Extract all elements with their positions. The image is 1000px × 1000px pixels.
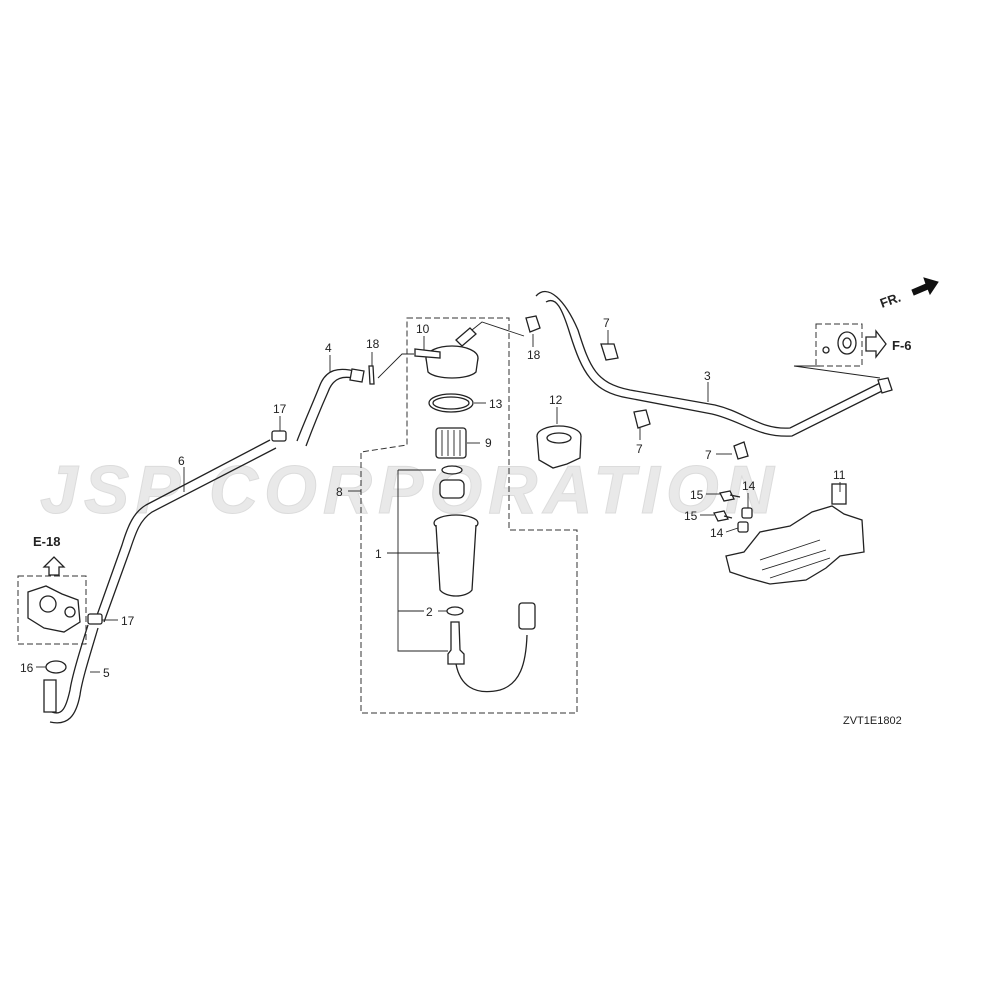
leader-14-lower <box>725 527 739 533</box>
filter-cap-nipple <box>414 348 441 359</box>
filter-cap-outlet <box>455 327 477 347</box>
filter-cup-1 <box>435 524 477 597</box>
bolt-15-upper <box>719 490 741 502</box>
callout-18-right: 18 <box>527 348 541 362</box>
clamp-17-lower <box>87 613 103 625</box>
bolt-15-lower <box>713 510 733 522</box>
filter-cap-body <box>425 357 479 379</box>
bracket-11-ribs <box>759 539 831 579</box>
hose-link-10 <box>471 321 525 337</box>
direction-label: FR. <box>878 290 903 311</box>
bracket-bore <box>546 432 572 444</box>
clip-7-upper <box>600 343 619 361</box>
watermark: JSP CORPORATION <box>40 452 780 528</box>
e18-pump-outline <box>17 575 87 645</box>
arrow-up-icon <box>42 556 66 576</box>
clip-7-right <box>733 441 749 460</box>
callout-8: 8 <box>336 485 343 499</box>
hose-5-end <box>43 679 57 713</box>
f6-leader <box>793 365 881 379</box>
hose-3 <box>535 290 885 437</box>
callout-7-upper: 7 <box>603 316 610 330</box>
filter-bracket-body <box>536 435 582 469</box>
leader-18-left <box>371 352 414 379</box>
collar-14-lower <box>737 521 749 533</box>
callout-12: 12 <box>549 393 563 407</box>
bracket-11 <box>725 505 865 585</box>
pump-port <box>39 595 57 613</box>
seal-small <box>441 465 463 475</box>
clamp-18-right <box>525 315 541 333</box>
callout-14-lower: 14 <box>710 526 724 540</box>
reference-f6: F-6 <box>892 338 912 353</box>
fr-arrow-icon <box>911 277 939 296</box>
callout-17-lower: 17 <box>121 614 135 628</box>
sensor-connector <box>518 602 536 630</box>
callout-13: 13 <box>489 397 503 411</box>
callout-18-left: 18 <box>366 337 380 351</box>
callout-15-lower: 15 <box>684 509 698 523</box>
o-ring-16 <box>45 660 67 674</box>
callout-9: 9 <box>485 436 492 450</box>
callout-14-upper: 14 <box>742 479 756 493</box>
callout-16: 16 <box>20 661 34 675</box>
fuel-filter-assembly-outline <box>360 317 578 714</box>
callout-4: 4 <box>325 341 332 355</box>
callout-1: 1 <box>375 547 382 561</box>
clamp-17-upper <box>271 430 287 442</box>
callout-7-right: 7 <box>705 448 712 462</box>
callout-6: 6 <box>178 454 185 468</box>
bracket-11-tab <box>831 483 847 505</box>
f6-reference-outline <box>815 323 863 367</box>
o-ring-13-inner <box>432 396 470 410</box>
clamp-18-left <box>368 365 375 385</box>
callout-5: 5 <box>103 666 110 680</box>
sensor-wire <box>455 634 528 693</box>
clip-7-middle <box>633 409 651 429</box>
hose-3-end-clip <box>877 377 893 394</box>
hose-4-end <box>349 368 365 383</box>
diagram-code: ZVT1E1802 <box>843 715 902 727</box>
callout-15-upper: 15 <box>690 488 704 502</box>
pump-fitting <box>64 606 76 618</box>
callout-17-upper: 17 <box>273 402 287 416</box>
leader-8-group <box>397 469 448 652</box>
water-sensor <box>447 621 465 665</box>
seal-ring <box>439 479 465 499</box>
f6-fitting-bore <box>842 337 852 349</box>
hose-6 <box>95 439 277 623</box>
callout-7-middle: 7 <box>636 442 643 456</box>
callout-2: 2 <box>426 605 433 619</box>
collar-14-upper <box>741 507 753 519</box>
f6-small-part <box>822 346 830 354</box>
hose-4 <box>296 368 361 447</box>
arrow-right-icon <box>865 329 887 359</box>
callout-10: 10 <box>416 322 430 336</box>
callout-11: 11 <box>833 468 846 482</box>
reference-e18: E-18 <box>33 534 60 549</box>
callout-3: 3 <box>704 369 711 383</box>
filter-element-9 <box>435 427 467 459</box>
element-ribs <box>441 430 461 456</box>
washer-2 <box>446 606 464 616</box>
hose-5 <box>49 624 99 724</box>
